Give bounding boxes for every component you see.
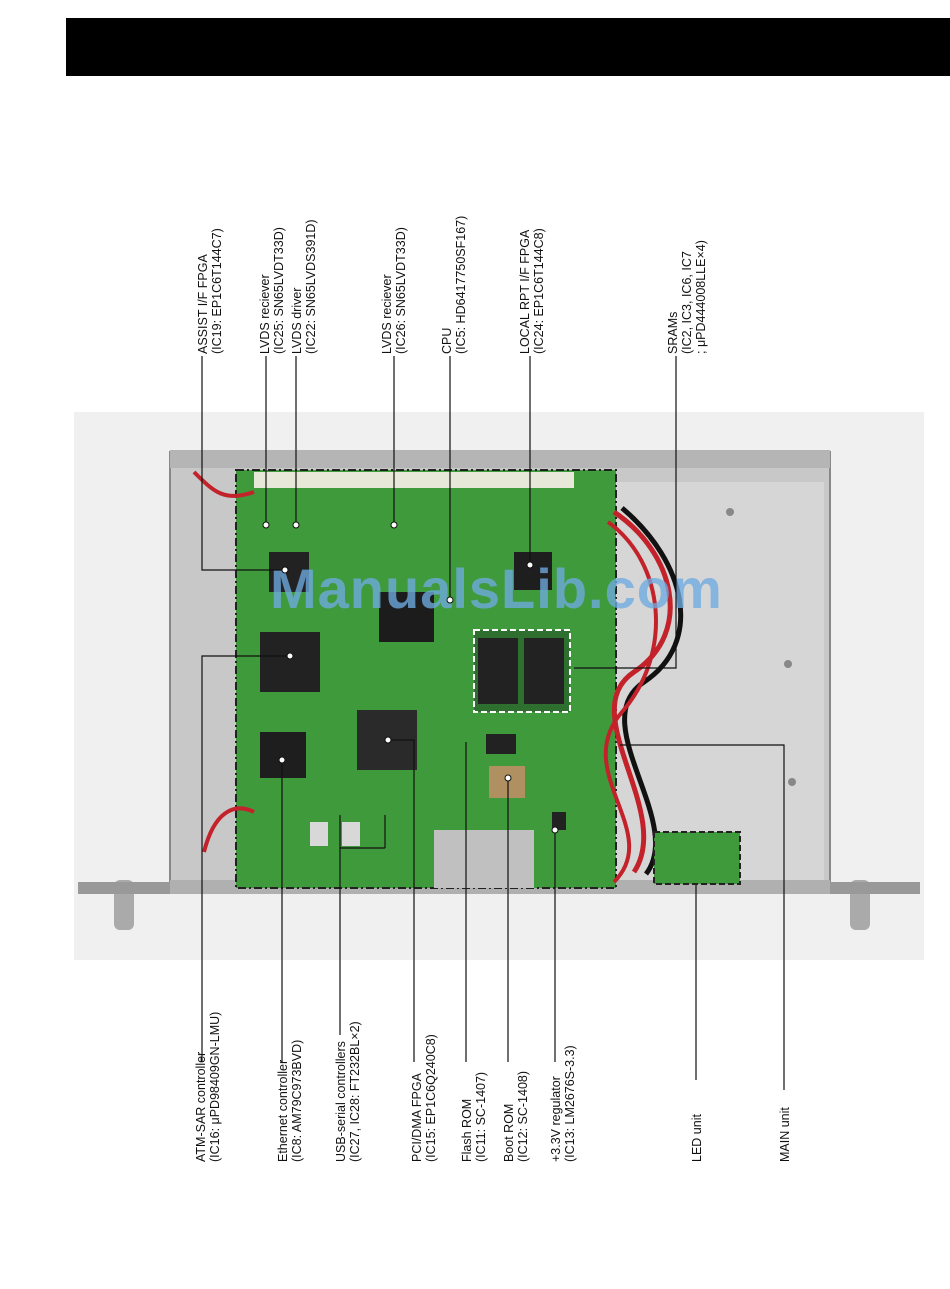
label-pci-dma-fpga: PCI/DMA FPGA (IC15: EP1C6Q240C8) [410,1034,438,1162]
label-line: (IC16: μPD98409GN-LMU) [208,1011,222,1162]
label-line: PCI/DMA FPGA [410,1073,424,1162]
label-line: LED unit [690,1114,704,1162]
label-boot-rom: Boot ROM (IC12: SC-1408) [502,1071,530,1162]
label-line: LOCAL RPT I/F FPGA [518,229,532,354]
label-line: (IC15: EP1C6Q240C8) [424,1034,438,1162]
label-line: ; μPD444008LLE×4) [694,240,708,354]
label-line: SRAMs [666,311,680,354]
label-line: LVDS driver [290,287,304,354]
label-line: Boot ROM [502,1103,516,1162]
label-usb-serial-controllers: USB-serial controllers (IC27, IC28: FT23… [334,1021,362,1162]
label-local-rpt-if-fpga: LOCAL RPT I/F FPGA (IC24: EP1C6T144C8) [518,228,546,354]
label-line: +3.3V regulator [549,1076,563,1162]
label-srams: SRAMs (IC2, IC3, IC6, IC7 ; μPD444008LLE… [666,240,708,354]
label-line: (IC8: AM79C973BVD) [290,1039,304,1162]
label-line: Ethernet controller [276,1059,290,1162]
label-line: (IC11: SC-1407) [474,1071,488,1162]
label-line: ASSIST I/F FPGA [196,254,210,354]
label-line: (IC13: LM2676S-3.3) [563,1045,577,1162]
label-line: CPU [440,327,454,354]
label-line: LVDS reciever [380,274,394,354]
label-flash-rom: Flash ROM (IC11: SC-1407) [460,1072,488,1162]
main-unit-board-photo [74,412,924,960]
label-line: Flash ROM [460,1098,474,1162]
label-line: (IC22: SN65LVDS391D) [304,219,318,354]
label-line: (IC12: SC-1408) [516,1070,530,1162]
label-line: (IC19: EP1C6T144C7) [210,228,224,354]
label-line: (IC27, IC28: FT232BL×2) [348,1021,362,1162]
label-atm-sar-controller: ATM-SAR controller (IC16: μPD98409GN-LMU… [194,1012,222,1162]
label-main-unit: MAIN unit [778,1107,792,1162]
label-cpu: CPU (IC5: HD6417750SF167) [440,216,468,354]
label-lvds-reciever-ic26: LVDS reciever (IC26: SN65LVDT33D) [380,227,408,354]
label-led-unit: LED unit [690,1114,704,1162]
label-line: (IC5: HD6417750SF167) [454,215,468,354]
label-lvds-reciever-ic25: LVDS reciever (IC25: SN65LVDT33D) [258,227,286,354]
label-ethernet-controller: Ethernet controller (IC8: AM79C973BVD) [276,1040,304,1162]
label-line: (IC26: SN65LVDT33D) [394,227,408,354]
label-line: ATM-SAR controller [194,1051,208,1162]
label-line: LVDS reciever [258,274,272,354]
label-assist-if-fpga: ASSIST I/F FPGA (IC19: EP1C6T144C7) [196,228,224,354]
label-line: USB-serial controllers [334,1041,348,1162]
label-line: (IC24: EP1C6T144C8) [532,228,546,354]
label-regulator: +3.3V regulator (IC13: LM2676S-3.3) [549,1045,577,1162]
label-lvds-driver: LVDS driver (IC22: SN65LVDS391D) [290,219,318,354]
label-line: (IC2, IC3, IC6, IC7 [680,251,694,354]
label-line: (IC25: SN65LVDT33D) [272,227,286,354]
header-bar [66,18,950,76]
watermark: ManualsLib.com [270,557,723,620]
label-line: MAIN unit [778,1107,792,1162]
